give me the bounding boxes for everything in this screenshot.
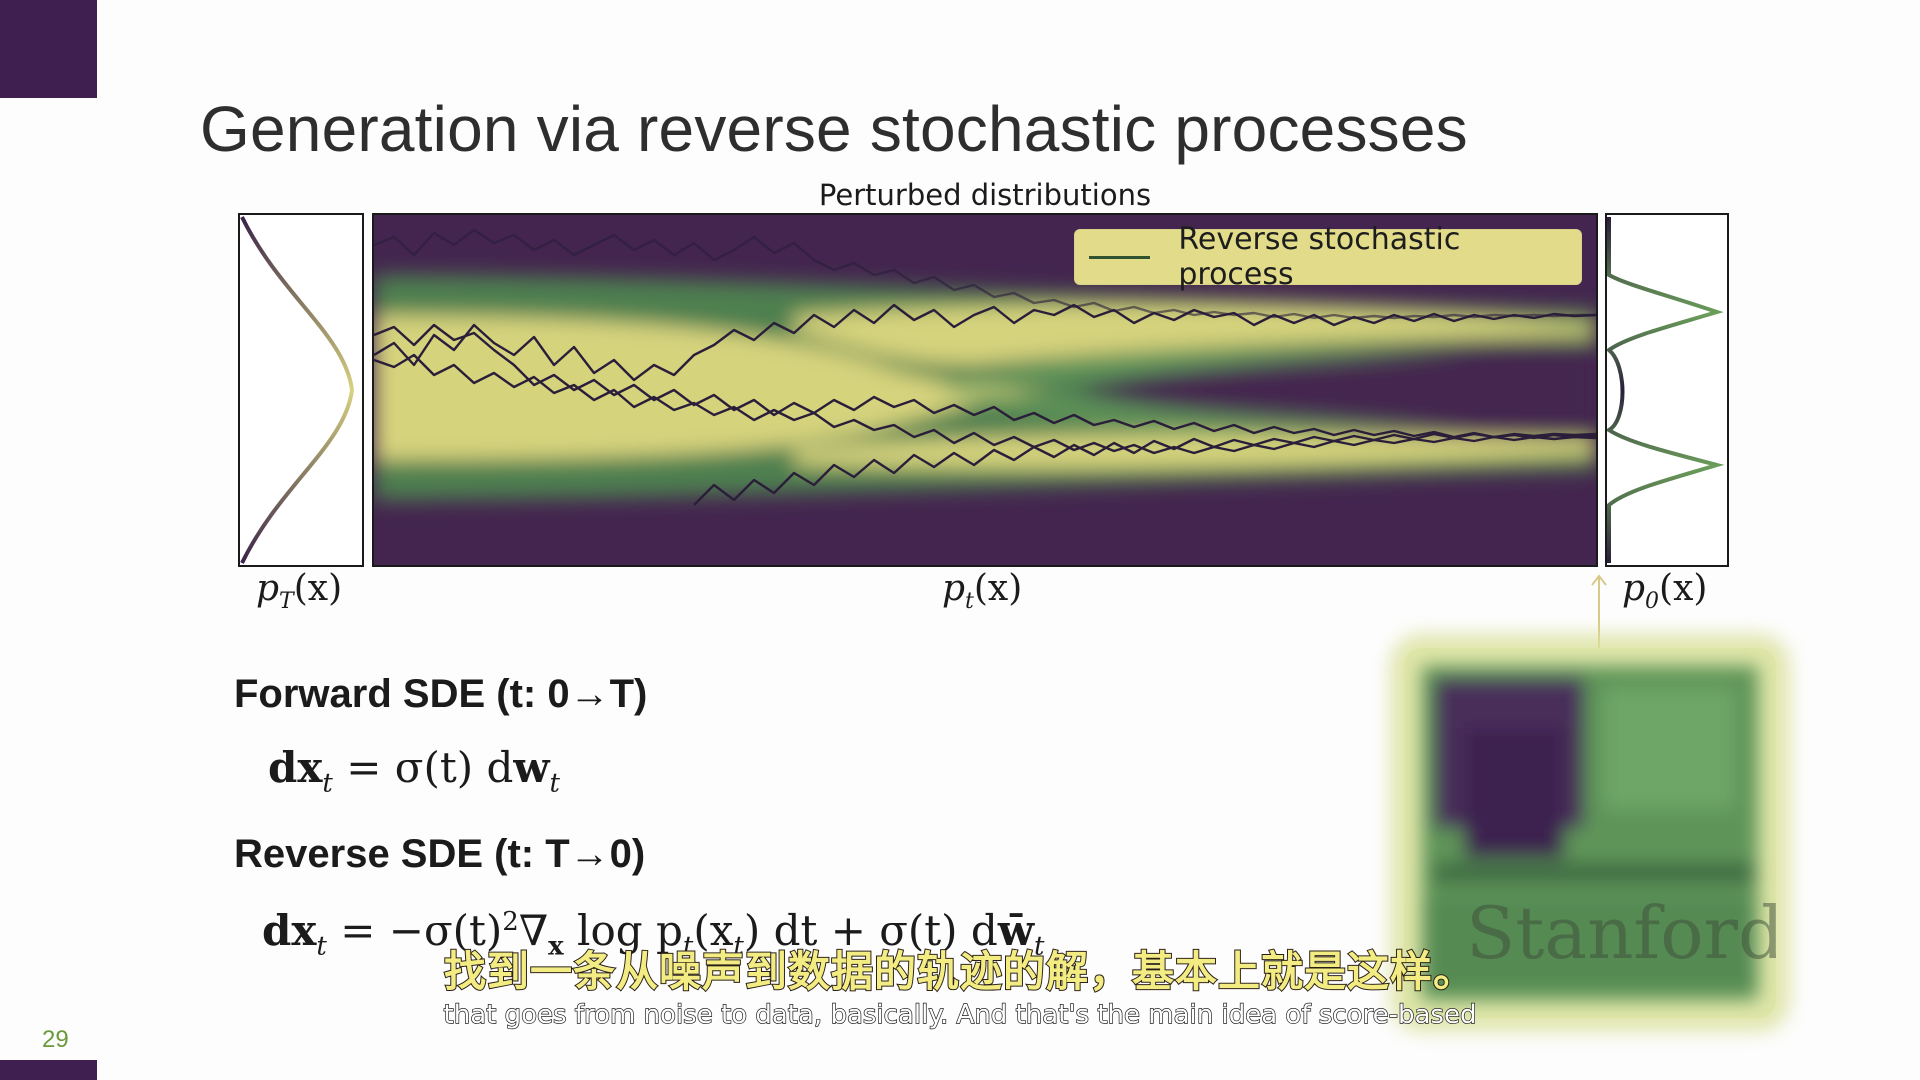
corner-decoration-top	[0, 0, 97, 98]
subtitle-english: that goes from noise to data, basically.…	[443, 999, 1477, 1030]
legend: Reverse stochastic process	[1074, 222, 1582, 292]
data-density-curve	[1607, 217, 1725, 563]
subtitle-chinese: 找到一条从噪声到数据的轨迹的解，基本上就是这样。	[443, 946, 1476, 997]
legend-line-swatch	[1089, 255, 1151, 259]
perturbed-distributions-heatmap: Reverse stochastic process	[372, 213, 1598, 567]
label-perturbed: pt(x)	[942, 568, 1023, 615]
figure-title: Perturbed distributions	[818, 178, 1152, 212]
generated-sample-thumbnail: Stanford	[1404, 648, 1776, 1018]
page-number: 29	[42, 1026, 69, 1053]
svg-text:Stanford: Stanford	[1466, 891, 1776, 975]
legend-label: Reverse stochastic process	[1178, 222, 1461, 292]
label-data: p0(x)	[1622, 568, 1708, 615]
forward-sde-heading: Forward SDE (t: 0→T)	[234, 672, 648, 716]
prior-density-panel	[238, 213, 364, 567]
reverse-sde-heading: Reverse SDE (t: T→0)	[234, 832, 646, 876]
label-prior: pT(x)	[256, 568, 343, 615]
corner-decoration-bottom	[0, 1060, 97, 1080]
reverse-sde-equation: dxt = −σ(t)2∇x log pt(xt) dt + σ(t) dw̄t	[262, 906, 1045, 962]
data-density-panel	[1605, 213, 1729, 567]
forward-sde-equation: dxt = σ(t) dwt	[268, 743, 560, 799]
prior-density-curve	[240, 216, 355, 564]
arrow-up-icon	[1591, 574, 1607, 649]
slide-title: Generation via reverse stochastic proces…	[200, 93, 1468, 165]
sample-image: Stanford	[1404, 648, 1776, 1018]
